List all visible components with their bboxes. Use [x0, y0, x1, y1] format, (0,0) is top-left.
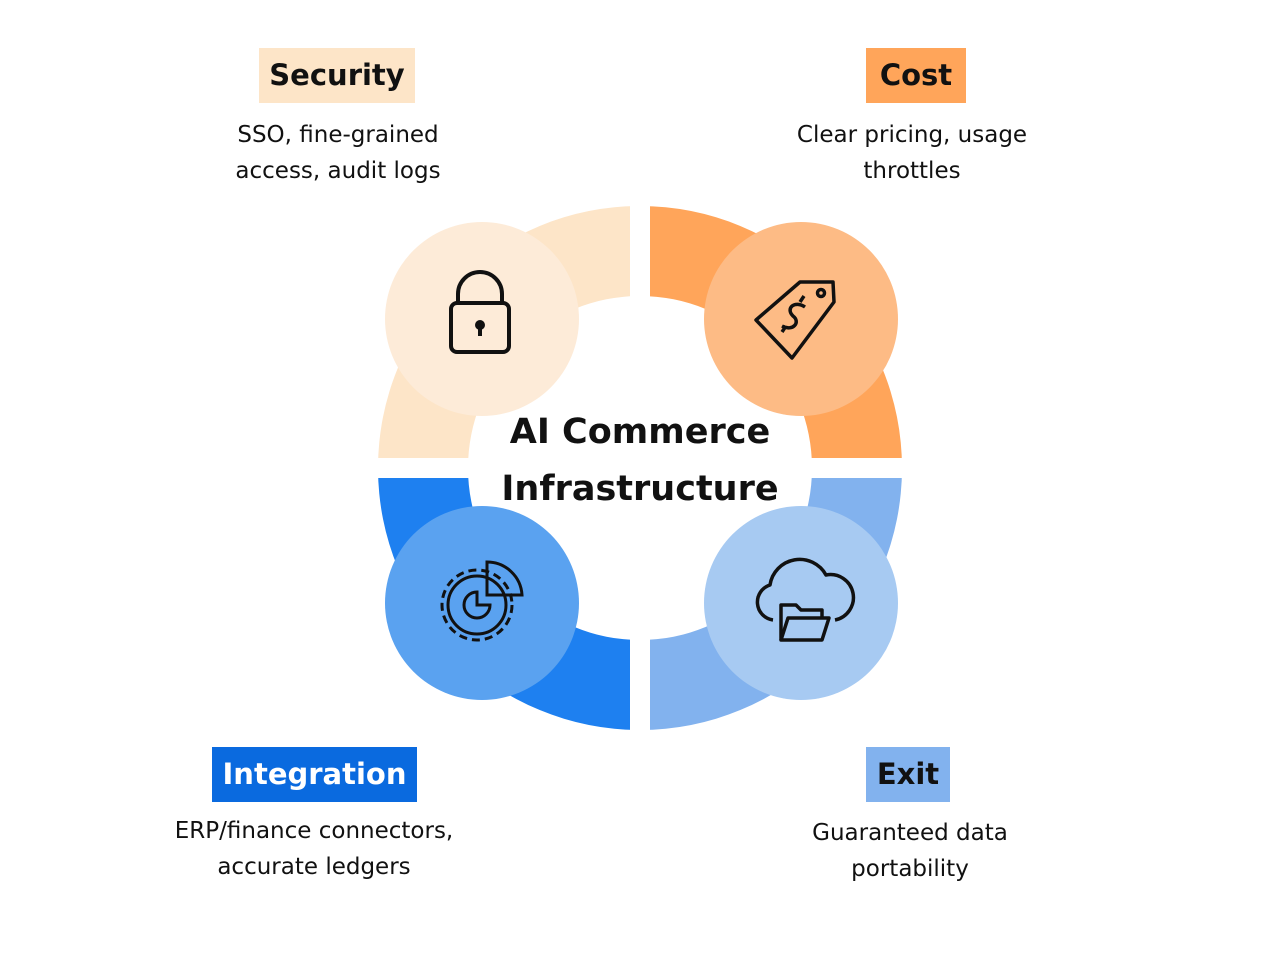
security-description: SSO, fine-grained access, audit logs — [158, 117, 518, 189]
cost-label: Cost — [866, 48, 966, 103]
gears-icon — [440, 560, 524, 642]
description-line: access, audit logs — [235, 158, 441, 184]
title-line-2: Infrastructure — [501, 469, 779, 509]
integration-circle — [385, 506, 579, 700]
description-line: SSO, fine-grained — [237, 122, 439, 148]
exit-description: Guaranteed data portability — [730, 815, 1090, 887]
exit-label: Exit — [866, 747, 950, 802]
description-line: portability — [851, 856, 969, 882]
center-title: AI Commerce Infrastructure — [440, 404, 840, 518]
cost-description: Clear pricing, usage throttles — [732, 117, 1092, 189]
integration-label: Integration — [212, 747, 417, 802]
price-tag-icon — [754, 280, 836, 360]
cloud-folder-icon — [755, 557, 856, 642]
description-line: throttles — [863, 158, 961, 184]
cost-circle — [704, 222, 898, 416]
exit-circle — [704, 506, 898, 700]
security-label: Security — [259, 48, 415, 103]
description-line: Clear pricing, usage — [796, 122, 1028, 148]
description-line: Guaranteed data — [812, 820, 1008, 846]
title-line-1: AI Commerce — [509, 412, 771, 452]
integration-description: ERP/finance connectors, accurate ledgers — [124, 813, 504, 885]
lock-icon — [449, 270, 511, 354]
description-line: ERP/finance connectors, — [174, 818, 454, 844]
security-circle — [385, 222, 579, 416]
description-line: accurate ledgers — [217, 854, 411, 880]
